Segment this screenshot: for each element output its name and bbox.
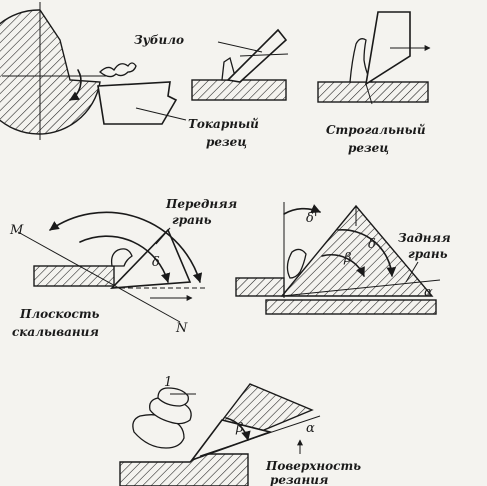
label-planing-tool-1: Строгальный	[326, 123, 426, 137]
turning-panel: Токарный резец	[0, 2, 259, 149]
symbol-delta-prime: δ'	[306, 211, 317, 226]
beta-arc	[321, 254, 365, 277]
label-planing-tool-2: резец	[348, 141, 389, 155]
symbol-beta-bottom: β	[235, 421, 244, 436]
symbol-delta-right: δ	[368, 237, 376, 252]
label-rake-face-2: грань	[172, 213, 212, 227]
label-chisel: Зубило	[134, 33, 184, 47]
planing-chip	[349, 38, 374, 83]
cutting-surface-panel: 1 β α Поверхность резания	[119, 375, 361, 486]
label-turning-tool-1: Токарный	[188, 117, 259, 131]
outer-angle-arc	[49, 211, 203, 283]
shear-plane-panel: M N δ Передняя грань Плоскость скалывани…	[9, 197, 237, 339]
symbol-alpha-bottom: α	[306, 421, 315, 436]
chisel-workpiece	[191, 79, 287, 101]
symbol-alpha-right: α	[424, 285, 433, 300]
shear-chip	[110, 248, 133, 267]
symbol-m: M	[9, 223, 24, 238]
symbol-beta-right: β	[343, 251, 352, 266]
delta-prime-arc	[283, 204, 321, 215]
label-shear-plane-1: Плоскость	[19, 307, 100, 321]
label-shear-plane-2: скалывания	[12, 325, 99, 339]
angles-chip	[286, 248, 307, 279]
workpiece-disc	[0, 9, 101, 135]
angles-workpiece-left	[235, 277, 285, 297]
leader-line	[155, 227, 171, 245]
label-rake-face-1: Передняя	[165, 197, 237, 211]
surface-line	[199, 415, 321, 457]
label-cutting-surface-1: Поверхность	[265, 459, 361, 473]
label-flank-face-2: грань	[408, 247, 448, 261]
turning-tool	[97, 81, 178, 125]
label-turning-tool-2: резец	[206, 135, 247, 149]
leader-line	[135, 107, 187, 121]
chisel-panel: Зубило	[134, 28, 289, 101]
beta-bottom-arc	[225, 417, 251, 441]
symbol-n: N	[175, 321, 188, 336]
leader-line	[405, 261, 419, 283]
chisel-tool	[226, 28, 288, 83]
planing-panel: Строгальный резец	[317, 11, 431, 155]
surface-chip-3	[157, 387, 189, 407]
angles-workpiece-bottom	[265, 299, 437, 315]
leader-line	[217, 41, 263, 53]
planing-tool	[364, 11, 411, 86]
label-flank-face-1: Задняя	[398, 231, 451, 245]
label-cutting-surface-2: резания	[270, 473, 328, 486]
shear-workpiece	[33, 265, 115, 287]
symbol-delta: δ	[152, 255, 160, 270]
chip-curl	[99, 62, 137, 78]
planing-workpiece	[317, 81, 429, 103]
rotation-arrow	[69, 69, 82, 101]
tool-angles-panel: δ' δ β α Задняя грань	[235, 202, 451, 315]
chisel-edge-line	[239, 53, 289, 57]
leader-line	[365, 83, 373, 105]
symbol-one: 1	[164, 375, 172, 390]
delta-arc	[337, 229, 397, 277]
flank-line	[281, 279, 441, 297]
surface-workpiece	[119, 453, 249, 486]
inner-angle-arc	[79, 235, 171, 283]
